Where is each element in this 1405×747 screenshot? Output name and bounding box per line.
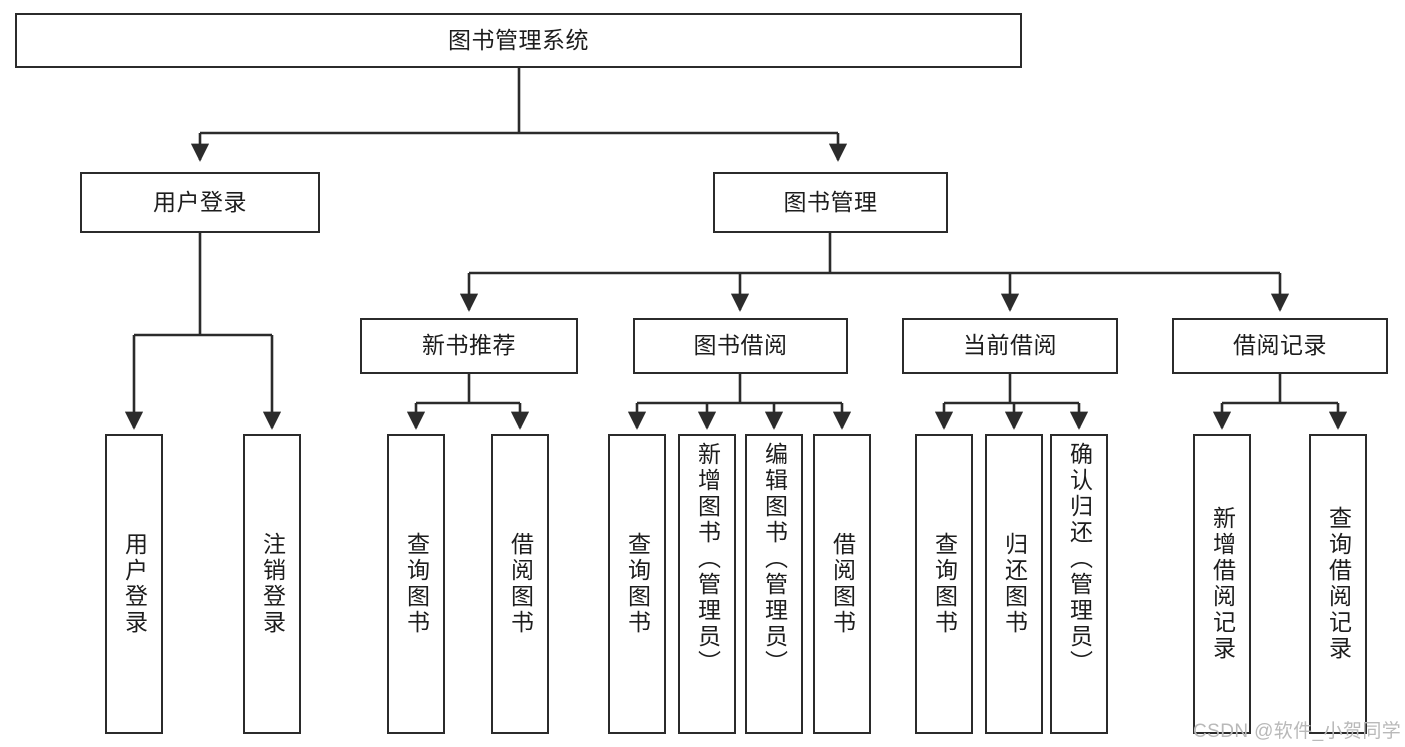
node-leaf-confirm-return[interactable]: 确认归还（管理员） [1050, 434, 1108, 734]
node-leaf-borrow-book-2[interactable]: 借阅图书 [813, 434, 871, 734]
node-leaf-add-book[interactable]: 新增图书（管理员） [678, 434, 736, 734]
node-user-login[interactable]: 用户登录 [80, 172, 320, 233]
node-leaf-query-book-3[interactable]: 查询图书 [915, 434, 973, 734]
node-leaf-query-book-1-label: 查询图书 [403, 532, 430, 636]
node-current-borrow[interactable]: 当前借阅 [902, 318, 1118, 374]
node-leaf-add-record-label: 新增借阅记录 [1209, 506, 1236, 662]
node-root[interactable]: 图书管理系统 [15, 13, 1022, 68]
node-leaf-user-login[interactable]: 用户登录 [105, 434, 163, 734]
node-root-label: 图书管理系统 [448, 26, 589, 53]
node-leaf-borrow-book-1-label: 借阅图书 [507, 532, 534, 636]
node-borrow-record[interactable]: 借阅记录 [1172, 318, 1388, 374]
node-leaf-add-book-label: 新增图书（管理员） [694, 442, 721, 676]
node-borrow-record-label: 借阅记录 [1233, 332, 1327, 359]
node-leaf-confirm-return-label: 确认归还（管理员） [1066, 442, 1093, 676]
node-book-manage[interactable]: 图书管理 [713, 172, 948, 233]
node-book-borrow-label: 图书借阅 [693, 332, 788, 359]
node-leaf-logout-login[interactable]: 注销登录 [243, 434, 301, 734]
node-leaf-return-book[interactable]: 归还图书 [985, 434, 1043, 734]
node-book-manage-label: 图书管理 [783, 188, 878, 215]
node-user-login-label: 用户登录 [153, 188, 247, 215]
node-leaf-query-book-1[interactable]: 查询图书 [387, 434, 445, 734]
node-new-book-recommend[interactable]: 新书推荐 [360, 318, 578, 374]
node-leaf-borrow-book-2-label: 借阅图书 [829, 532, 856, 636]
node-leaf-query-book-3-label: 查询图书 [931, 532, 958, 636]
node-leaf-query-record-label: 查询借阅记录 [1325, 506, 1352, 662]
node-current-borrow-label: 当前借阅 [963, 332, 1057, 359]
node-leaf-query-record[interactable]: 查询借阅记录 [1309, 434, 1367, 734]
node-leaf-return-book-label: 归还图书 [1001, 532, 1028, 636]
node-book-borrow[interactable]: 图书借阅 [633, 318, 848, 374]
node-leaf-query-book-2-label: 查询图书 [624, 532, 651, 636]
node-leaf-edit-book[interactable]: 编辑图书（管理员） [745, 434, 803, 734]
node-leaf-edit-book-label: 编辑图书（管理员） [761, 442, 788, 676]
node-leaf-add-record[interactable]: 新增借阅记录 [1193, 434, 1251, 734]
watermark-text: CSDN @软件_小贺同学 [1193, 721, 1402, 742]
node-leaf-logout-login-label: 注销登录 [259, 532, 286, 636]
node-leaf-user-login-label: 用户登录 [121, 532, 148, 636]
node-new-book-recommend-label: 新书推荐 [422, 332, 516, 359]
node-leaf-query-book-2[interactable]: 查询图书 [608, 434, 666, 734]
node-leaf-borrow-book-1[interactable]: 借阅图书 [491, 434, 549, 734]
